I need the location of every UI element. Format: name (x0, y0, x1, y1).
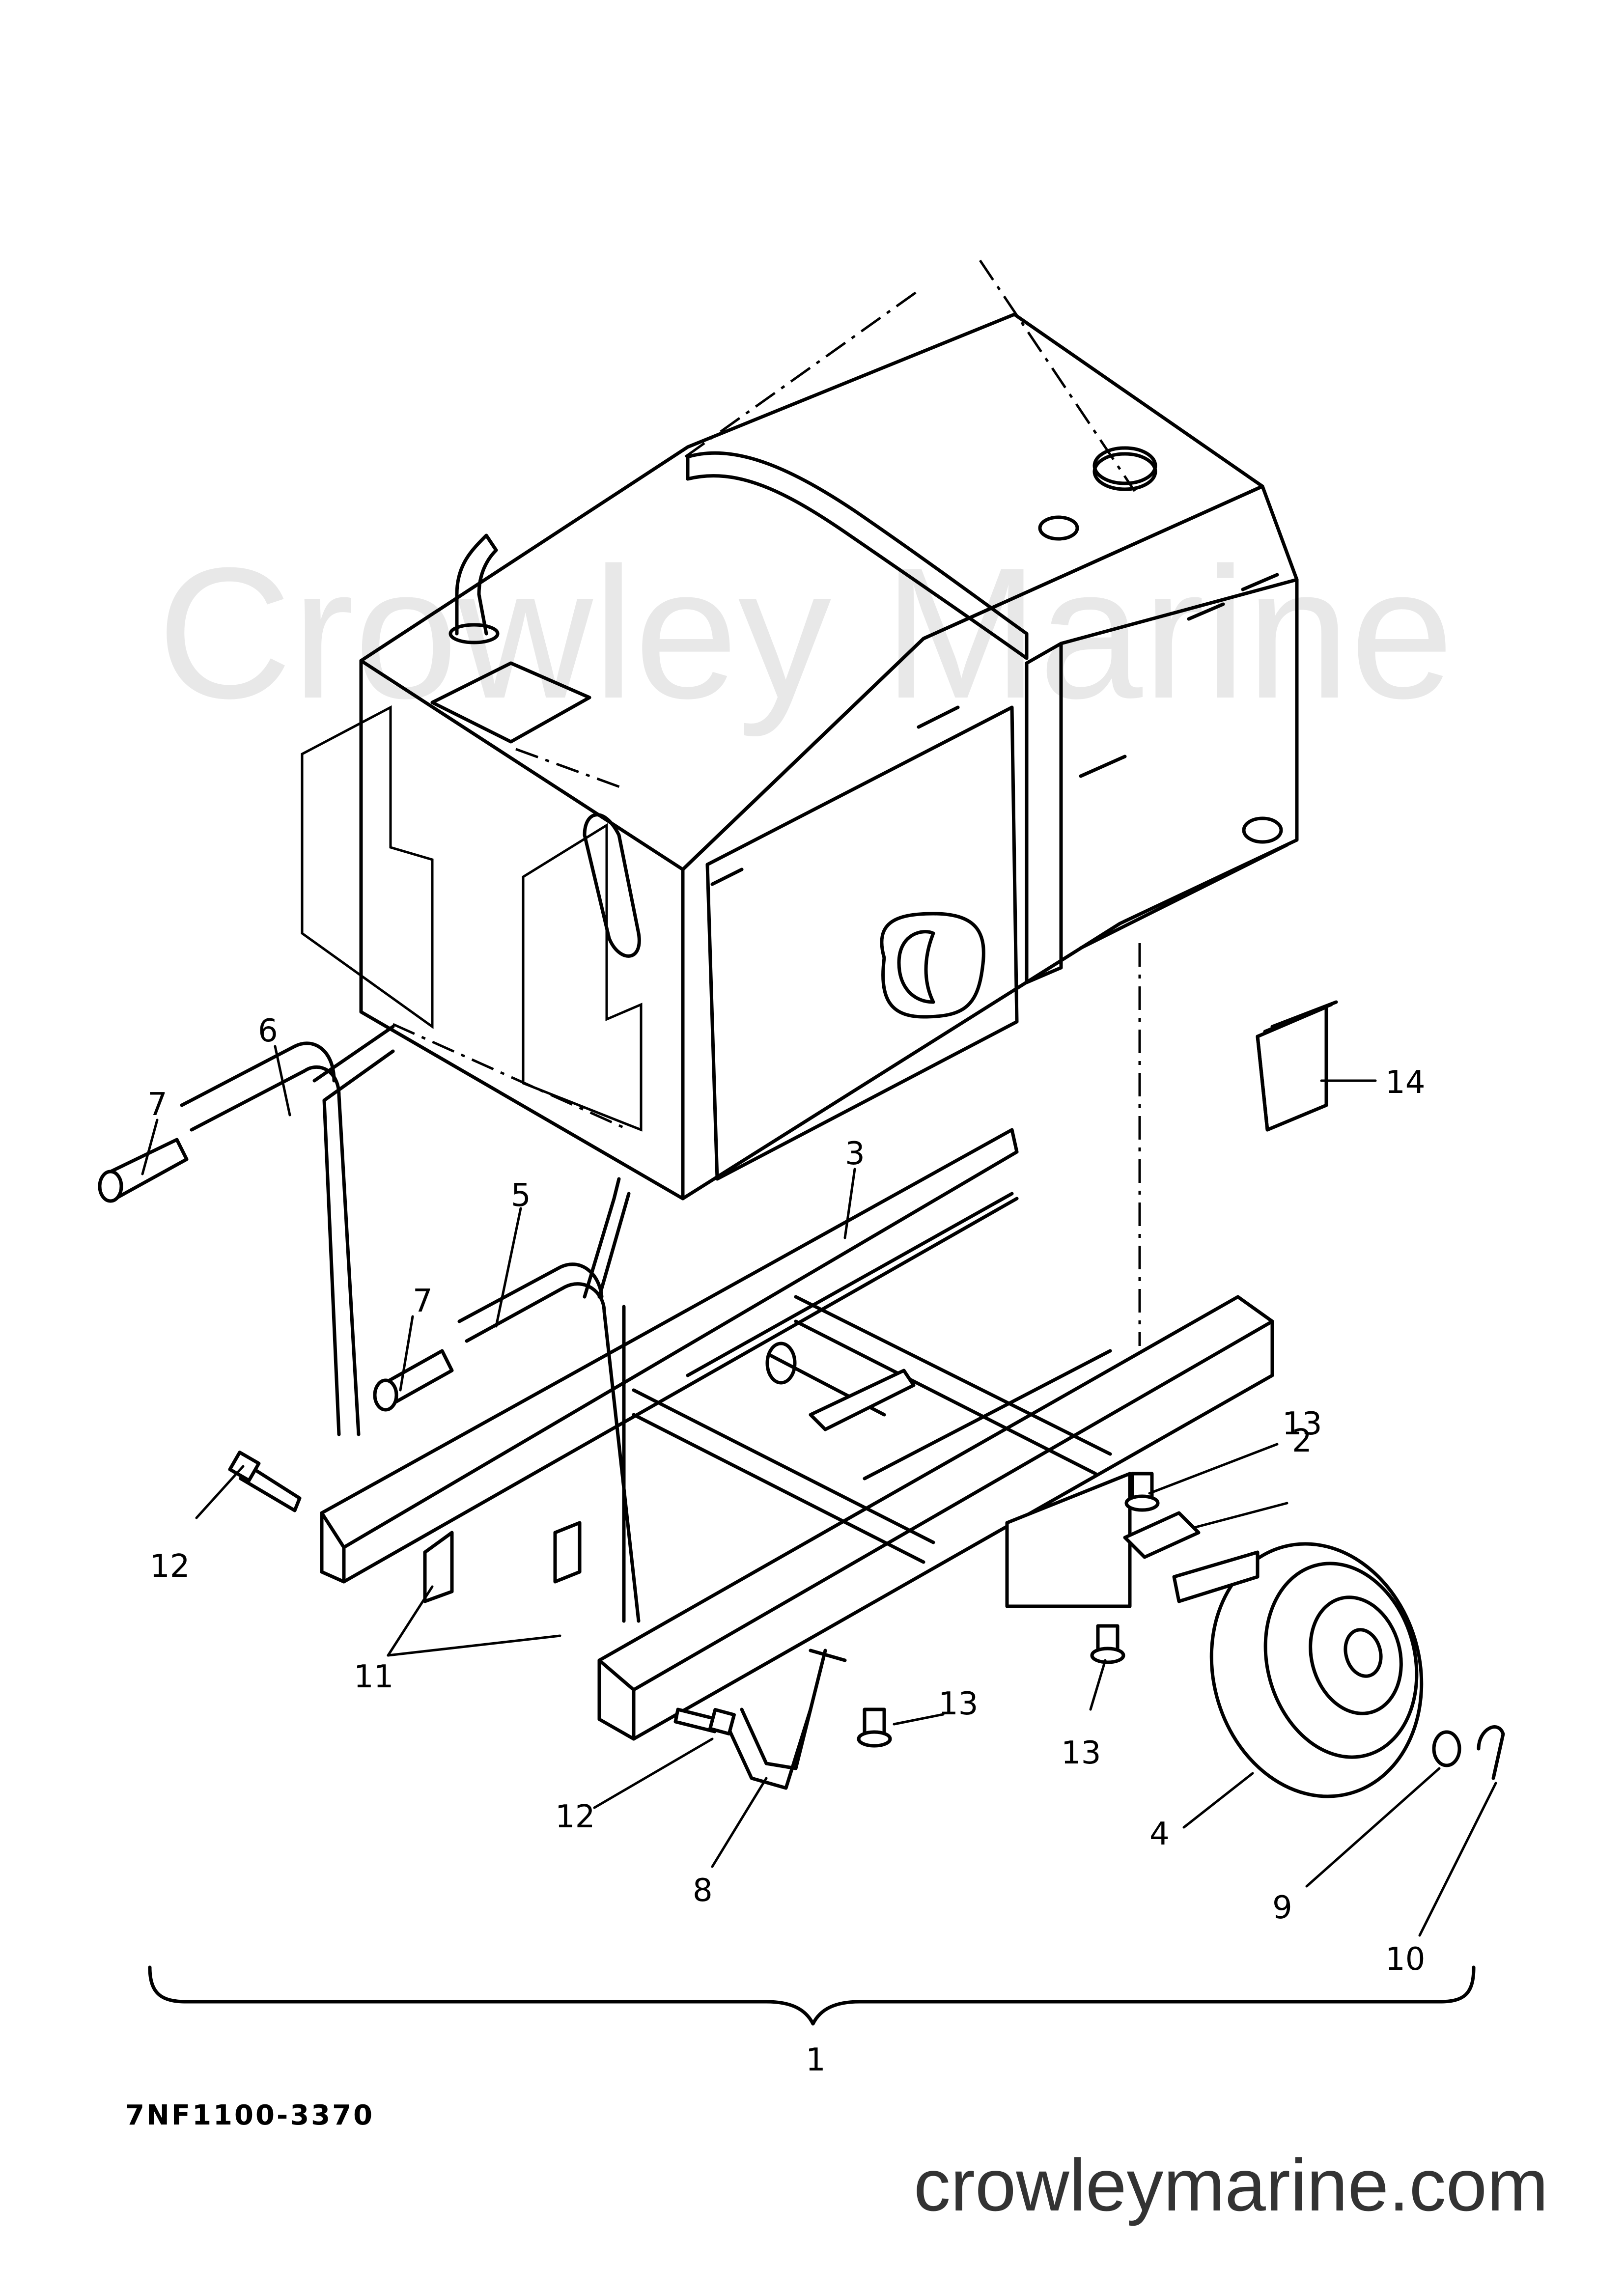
callout-2: 2 (1292, 1423, 1312, 1459)
frame (320, 1128, 1274, 1741)
callout-13-middle: 13 (938, 1686, 978, 1722)
grip-front (373, 1349, 454, 1412)
callout-5: 5 (511, 1177, 531, 1214)
wheel (1209, 1542, 1424, 1798)
watermark: Crowley Marine (157, 529, 1454, 738)
assembly-leaders (392, 259, 1141, 1346)
owners-manual (1256, 1000, 1338, 1132)
callout-leaders (141, 1045, 1497, 1937)
callout-9: 9 (1272, 1890, 1292, 1926)
callout-3: 3 (845, 1136, 865, 1172)
footer-url: crowleymarine.com (914, 2144, 1548, 2226)
callout-7-rear: 7 (147, 1087, 168, 1123)
callout-10: 10 (1385, 1941, 1425, 1978)
callout-13-right: 13 (1282, 1406, 1322, 1442)
callout-7-front: 7 (413, 1283, 433, 1319)
bolts (228, 1451, 1160, 1748)
callout-12-left: 12 (150, 1548, 190, 1585)
generator-body (359, 312, 1299, 1201)
handle-rear (180, 1025, 395, 1436)
callout-1: 1 (806, 2042, 826, 2078)
callout-4: 4 (1149, 1816, 1170, 1852)
callout-13-lower: 13 (1061, 1735, 1101, 1771)
callout-11: 11 (354, 1659, 393, 1695)
assembly-brace (148, 1965, 1476, 2026)
stand (720, 1649, 847, 1790)
grip-rear (98, 1138, 189, 1203)
handle-front (457, 1177, 641, 1623)
bracket-clips (423, 1521, 582, 1603)
cotter-pin (1477, 1725, 1505, 1780)
diagram-code: 7NF1100-3370 (125, 2099, 374, 2131)
callout-12-bottom: 12 (555, 1799, 595, 1835)
side-panels (301, 705, 643, 1132)
washer (1432, 1730, 1461, 1767)
callout-8: 8 (693, 1873, 713, 1909)
axle (1123, 1511, 1260, 1603)
callout-14: 14 (1385, 1064, 1425, 1101)
callout-6: 6 (258, 1013, 278, 1049)
